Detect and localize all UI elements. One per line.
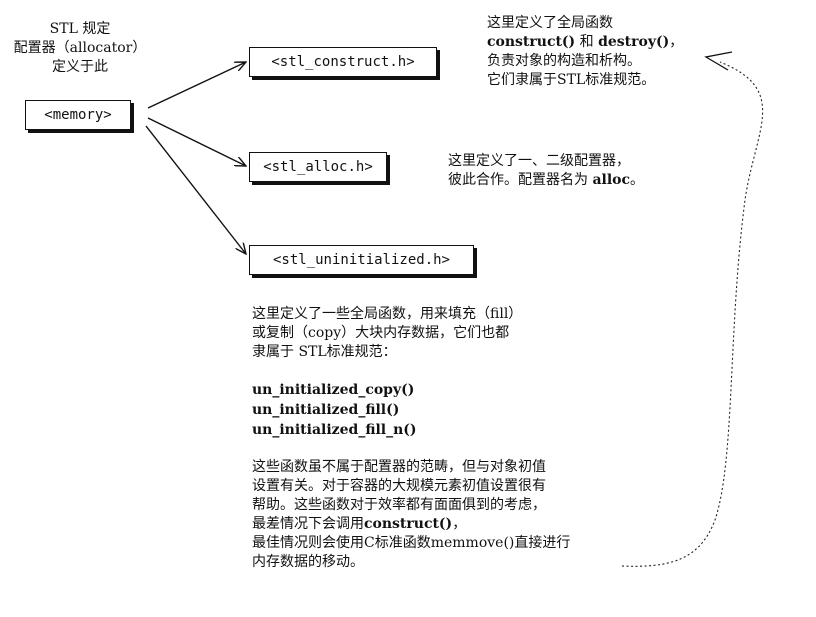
construct-call-name: construct() <box>364 516 453 532</box>
construct-function-name: construct() <box>487 34 576 50</box>
caption-line-1: STL 规定 <box>49 21 111 37</box>
construct-note-line-2: construct() 和 destroy()， <box>487 33 683 52</box>
uninit-p2-line-5: 最佳情况则会使用C标准函数memmove()直接进行 <box>252 535 571 551</box>
dotted-link-curve <box>621 61 764 567</box>
arrow-memory-to-alloc <box>147 117 246 166</box>
uninit-p1-line-3: 隶属于 STL标准规范： <box>252 344 397 360</box>
arrow-memory-to-construct <box>147 62 246 109</box>
alloc-note-text: 彼此合作。配置器名为 <box>448 172 593 188</box>
caption-line-3: 定义于此 <box>52 59 108 75</box>
uninit-p1-line-1: 这里定义了一些全局函数，用来填充（fill） <box>252 306 523 322</box>
function-list-item: un_initialized_fill_n() <box>252 422 417 438</box>
construct-note-line-4: 它们隶属于STL标准规范。 <box>487 72 656 88</box>
stl-allocator-caption: STL 规定 配置器（allocator） 定义于此 <box>10 20 150 77</box>
construct-note-and: 和 <box>575 34 599 50</box>
alloc-note-period: 。 <box>630 172 645 188</box>
alloc-note-line-1: 这里定义了一、二级配置器， <box>448 153 630 169</box>
destroy-function-name: destroy() <box>598 34 670 50</box>
construct-note-comma: ， <box>669 34 684 50</box>
uninit-p2-line-1: 这些函数虽不属于配置器的范畴，但与对象初值 <box>252 459 546 475</box>
alloc-note: 这里定义了一、二级配置器， 彼此合作。配置器名为 alloc。 <box>448 152 644 190</box>
construct-note-line-1: 这里定义了全局函数 <box>487 15 613 31</box>
uninit-p2-line-6: 内存数据的移动。 <box>252 554 364 570</box>
uninitialized-note: 这里定义了一些全局函数，用来填充（fill） 或复制（copy）大块内存数据，它… <box>252 305 570 572</box>
alloc-note-line-2: 彼此合作。配置器名为 alloc。 <box>448 171 644 190</box>
construct-note: 这里定义了全局函数 construct() 和 destroy()， 负责对象的… <box>487 14 683 90</box>
memory-header-box: <memory> <box>25 100 131 130</box>
stl-construct-header-box: <stl_construct.h> <box>249 47 437 77</box>
uninit-p2-line-4: 最差情况下会调用construct()， <box>252 515 570 534</box>
alloc-name: alloc <box>592 172 631 188</box>
dotted-link-arrowhead <box>704 51 733 71</box>
function-list-item: un_initialized_copy() <box>252 382 415 398</box>
function-list-item: un_initialized_fill() <box>252 402 400 418</box>
stl-alloc-header-box: <stl_alloc.h> <box>249 152 387 182</box>
uninit-p1-line-2: 或复制（copy）大块内存数据，它们也都 <box>252 325 510 341</box>
uninit-p2-line-4-comma: ， <box>452 516 467 532</box>
arrow-memory-to-uninitialized <box>145 125 246 254</box>
stl-uninitialized-header-box: <stl_uninitialized.h> <box>249 245 474 275</box>
uninit-p2-line-4-text: 最差情况下会调用 <box>252 516 364 532</box>
uninit-p2-line-2: 设置有关。对于容器的大规模元素初值设置很有 <box>252 478 546 494</box>
construct-note-line-3: 负责对象的构造和析构。 <box>487 53 641 69</box>
caption-line-2: 配置器（allocator） <box>13 40 147 56</box>
uninit-p2-line-3: 帮助。这些函数对于效率都有面面俱到的考虑， <box>252 497 546 513</box>
